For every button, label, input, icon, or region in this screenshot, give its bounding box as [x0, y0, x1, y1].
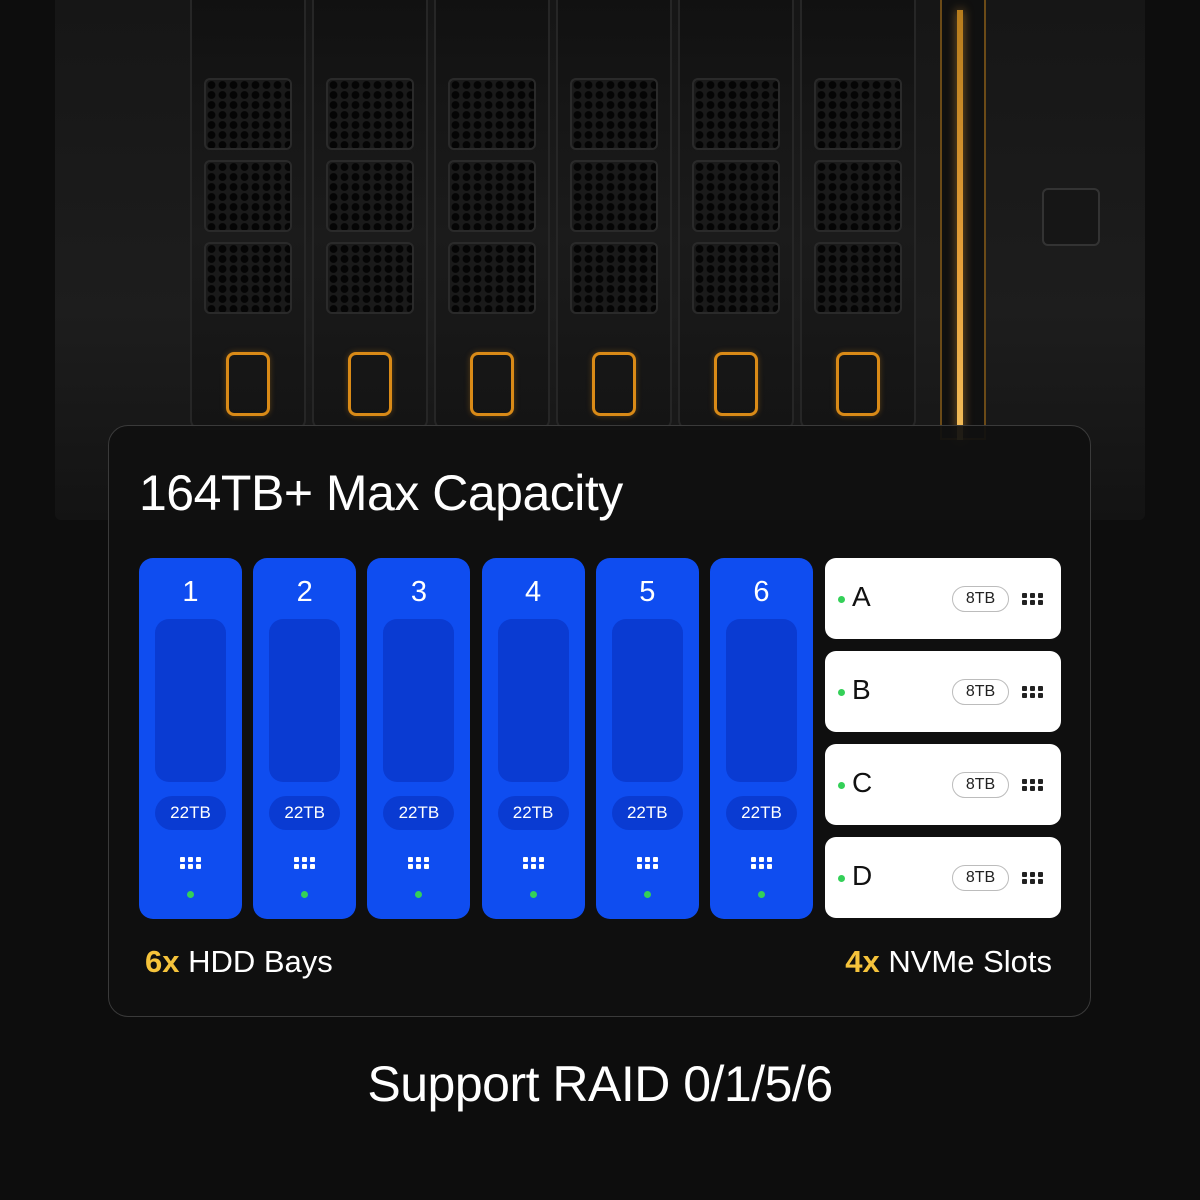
tray-latch	[592, 352, 636, 416]
status-led	[187, 891, 194, 898]
hdd-capacity-badge: 22TB	[383, 796, 455, 830]
hdd-bay: 5 22TB	[595, 558, 699, 919]
vent-grille	[692, 78, 780, 150]
hdd-bay: 1 22TB	[139, 558, 242, 919]
vent-grille	[814, 78, 902, 150]
vent-grille	[448, 78, 536, 150]
hdd-capacity-badge: 22TB	[611, 796, 683, 830]
vent-grille	[692, 242, 780, 314]
tray-latch	[226, 352, 270, 416]
grid-icon	[636, 857, 658, 869]
hdd-bay-window	[269, 619, 341, 782]
status-led	[838, 689, 845, 696]
tray-latch	[836, 352, 880, 416]
nvme-capacity-badge: 8TB	[952, 865, 1009, 891]
hdd-capacity-badge: 22TB	[497, 796, 569, 830]
nvme-slot: B 8TB	[825, 651, 1061, 732]
hdd-capacity-badge: 22TB	[155, 796, 226, 830]
nvme-slot-letter: B	[852, 674, 871, 705]
hdd-bays-label: 6x HDD Bays	[145, 944, 333, 980]
drive-bay-tray	[800, 0, 916, 430]
grid-icon	[522, 857, 544, 869]
hdd-bay-window	[155, 619, 226, 782]
hdd-bay-window	[726, 619, 797, 782]
nvme-capacity-badge: 8TB	[952, 586, 1009, 612]
hdd-bay-number: 1	[182, 576, 199, 608]
vent-grille	[326, 242, 414, 314]
vent-grille	[448, 242, 536, 314]
grid-icon	[751, 857, 772, 869]
vent-grille	[448, 160, 536, 232]
status-led	[838, 875, 845, 882]
drive-bay-tray	[312, 0, 428, 430]
raid-support-tagline: Support RAID 0/1/5/6	[367, 1056, 833, 1112]
drive-bay-tray	[434, 0, 550, 430]
drive-bay-tray	[678, 0, 794, 430]
hdd-bay: 2 22TB	[253, 558, 357, 919]
vent-grille	[692, 160, 780, 232]
vent-grille	[570, 242, 658, 314]
hdd-bay-number: 5	[639, 576, 656, 608]
status-led	[301, 891, 309, 898]
hdd-bay: 4 22TB	[481, 558, 585, 919]
grid-icon	[1022, 779, 1043, 791]
hdd-bay-window	[383, 619, 455, 782]
vent-grille	[814, 242, 902, 314]
status-led	[838, 782, 845, 789]
power-button	[1042, 188, 1100, 246]
vent-grille	[570, 160, 658, 232]
accent-light-rail	[940, 0, 986, 440]
hdd-bay-number: 4	[525, 576, 542, 608]
vent-grille	[204, 78, 292, 150]
nvme-capacity-badge: 8TB	[952, 772, 1009, 798]
status-led	[643, 891, 651, 898]
status-led	[758, 891, 765, 898]
drive-bay-tray	[190, 0, 306, 430]
hdd-capacity-badge: 22TB	[269, 796, 341, 830]
nvme-count: 4x	[845, 944, 880, 979]
hdd-count: 6x	[145, 944, 180, 979]
hdd-bay-number: 2	[296, 576, 313, 608]
vent-grille	[326, 78, 414, 150]
hdd-capacity-badge: 22TB	[726, 796, 797, 830]
nvme-label-text: NVMe Slots	[888, 944, 1052, 979]
hdd-bay: 3 22TB	[367, 558, 471, 919]
drive-bay-tray	[556, 0, 672, 430]
accent-light-strip	[957, 10, 963, 440]
hdd-bay-window	[611, 619, 683, 782]
hdd-bay-window	[497, 619, 569, 782]
vent-grille	[570, 78, 658, 150]
grid-icon	[408, 857, 430, 869]
nvme-slot: D 8TB	[825, 837, 1061, 918]
capacity-panel: 164TB+ Max Capacity 1 22TB 2 22TB 3 22TB 4 22TB…	[108, 425, 1091, 1017]
status-led	[529, 891, 537, 898]
vent-grille	[814, 160, 902, 232]
grid-icon	[294, 857, 316, 869]
status-led	[838, 596, 845, 603]
hdd-bay-number: 3	[410, 576, 427, 608]
panel-title: 164TB+ Max Capacity	[139, 465, 623, 521]
grid-icon	[1022, 872, 1043, 884]
grid-icon	[1022, 686, 1043, 698]
nvme-slot-letter: D	[852, 860, 873, 891]
nvme-slot-letter: A	[852, 581, 871, 612]
tray-latch	[470, 352, 514, 416]
grid-icon	[180, 857, 201, 869]
tray-latch	[714, 352, 758, 416]
hdd-bay-number: 6	[753, 576, 770, 608]
nvme-capacity-badge: 8TB	[952, 679, 1009, 705]
status-led	[415, 891, 423, 898]
vent-grille	[204, 242, 292, 314]
nvme-slot: C 8TB	[825, 744, 1061, 825]
vent-grille	[326, 160, 414, 232]
hdd-label-text: HDD Bays	[188, 944, 333, 979]
vent-grille	[204, 160, 292, 232]
tray-latch	[348, 352, 392, 416]
nvme-slots-label: 4x NVMe Slots	[845, 944, 1052, 980]
nvme-slot: A 8TB	[825, 558, 1061, 639]
nvme-slot-letter: C	[852, 767, 873, 798]
hdd-bay: 6 22TB	[710, 558, 813, 919]
grid-icon	[1022, 593, 1043, 605]
